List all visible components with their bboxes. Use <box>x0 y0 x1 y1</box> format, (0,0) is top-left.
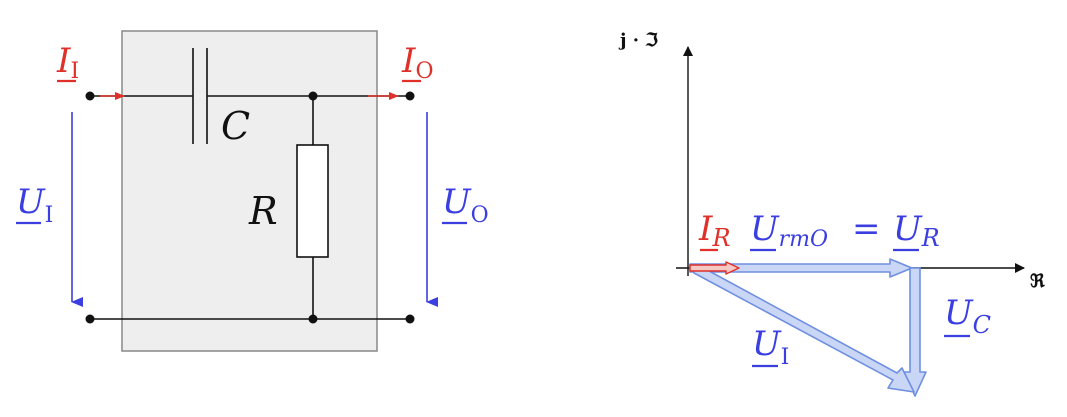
input-terminal-bottom <box>85 314 95 324</box>
input-terminal-top <box>85 91 95 101</box>
node-bottom-junction <box>308 314 318 324</box>
capacitor-label: C <box>221 104 250 148</box>
phasor-diagram: j · ℑ ℜ IR UrmO = UR UC UI <box>618 30 1045 397</box>
phasor-ui-arrow <box>689 264 915 393</box>
output-terminal-bottom <box>405 314 415 324</box>
equation-lhs: UrmO <box>750 209 828 252</box>
node-top-junction <box>308 91 318 101</box>
input-voltage-label: UI <box>16 182 53 228</box>
circuit-box <box>121 30 378 352</box>
equation-equals: = <box>852 209 881 249</box>
output-current-label: IO <box>401 41 433 84</box>
phasor-uc-arrow <box>903 267 927 397</box>
output-voltage-label: UO <box>442 182 489 228</box>
phasor-ur-arrow <box>689 258 913 278</box>
resistor <box>296 144 329 258</box>
circuit-diagram: II IO UI UO C R <box>16 30 489 352</box>
phasor-ir-arrow <box>689 261 740 275</box>
input-current-label: II <box>56 41 79 84</box>
real-axis-label: ℜ <box>1030 271 1045 292</box>
current-phasor-label: IR <box>698 209 731 252</box>
imag-axis-label: j · ℑ <box>618 30 658 51</box>
equation-rhs: UR <box>893 209 940 252</box>
input-voltage-phasor-label: UI <box>752 324 789 370</box>
resistor-label: R <box>248 189 278 233</box>
output-terminal-top <box>405 91 415 101</box>
cap-voltage-label: UC <box>944 293 991 339</box>
